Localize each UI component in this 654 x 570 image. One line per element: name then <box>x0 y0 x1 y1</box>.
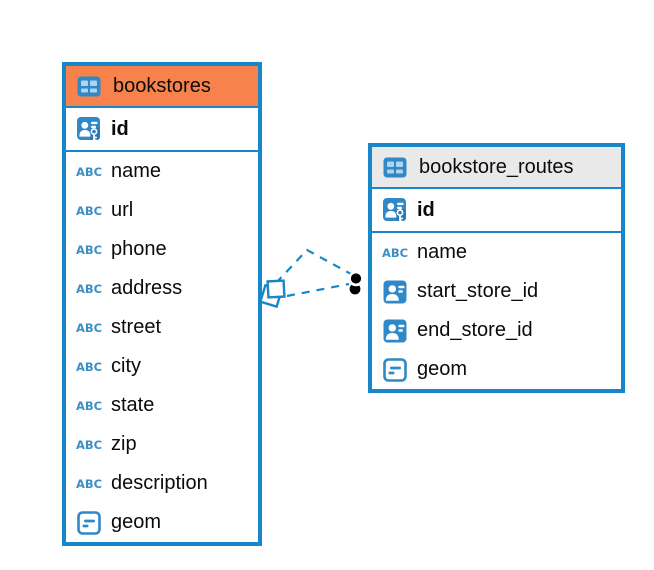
column-name: id <box>111 117 129 140</box>
column-row-city[interactable]: ABC city <box>66 347 258 386</box>
column-row-street[interactable]: ABC street <box>66 308 258 347</box>
column-name: address <box>111 277 183 299</box>
column-name: geom <box>417 358 468 380</box>
column-name: name <box>417 241 468 263</box>
column-row-geom[interactable]: geom <box>372 350 621 389</box>
column-row-start_store_id[interactable]: start_store_id <box>372 272 621 311</box>
column-row-geom[interactable]: geom <box>66 503 258 542</box>
abc-icon: ABC <box>75 164 103 179</box>
abc-icon: ABC <box>75 359 103 374</box>
fk-icon <box>380 279 410 305</box>
column-row-end_store_id[interactable]: end_store_id <box>372 311 621 350</box>
column-name: phone <box>111 238 167 260</box>
geometry-icon <box>74 510 104 536</box>
column-row-description[interactable]: ABC description <box>66 464 258 503</box>
column-row-state[interactable]: ABC state <box>66 386 258 425</box>
column-row-phone[interactable]: ABC phone <box>66 230 258 269</box>
column-name: geom <box>111 511 162 533</box>
table-header-bookstores[interactable]: bookstores <box>66 66 258 108</box>
abc-icon: ABC <box>381 245 409 260</box>
column-name: end_store_id <box>417 319 533 341</box>
column-row-id[interactable]: id <box>66 108 258 150</box>
column-row-address[interactable]: ABC address <box>66 269 258 308</box>
entity-table-bookstore-routes[interactable]: bookstore_routes id ABC name start_store_… <box>368 143 625 393</box>
key-columns-section: id <box>66 108 258 152</box>
column-name: zip <box>111 433 137 455</box>
column-row-url[interactable]: ABC url <box>66 191 258 230</box>
column-name: description <box>111 472 208 494</box>
table-title: bookstores <box>113 74 211 97</box>
column-name: state <box>111 394 155 416</box>
relation-target-marker <box>348 270 364 295</box>
geometry-icon <box>380 357 410 383</box>
abc-icon: ABC <box>75 242 103 257</box>
relation-line-lower[interactable] <box>286 282 350 298</box>
abc-icon: ABC <box>75 476 103 491</box>
column-name: name <box>111 160 162 182</box>
table-icon <box>74 73 104 99</box>
table-icon <box>380 154 410 180</box>
abc-icon: ABC <box>75 437 103 452</box>
table-header-bookstore-routes[interactable]: bookstore_routes <box>372 147 621 189</box>
column-name: start_store_id <box>417 280 539 302</box>
column-name: url <box>111 199 134 221</box>
key-columns-section: id <box>372 189 621 233</box>
column-name: id <box>417 198 435 221</box>
abc-icon: ABC <box>75 203 103 218</box>
abc-icon: ABC <box>75 398 103 413</box>
column-row-zip[interactable]: ABC zip <box>66 425 258 464</box>
fk-icon <box>380 318 410 344</box>
column-name: street <box>111 316 162 338</box>
pk-icon <box>380 197 410 223</box>
column-row-id[interactable]: id <box>372 189 621 231</box>
column-name: city <box>111 355 141 377</box>
column-row-name[interactable]: ABC name <box>66 152 258 191</box>
pk-icon <box>74 116 104 142</box>
abc-icon: ABC <box>75 281 103 296</box>
table-title: bookstore_routes <box>419 155 574 178</box>
column-row-name[interactable]: ABC name <box>372 233 621 272</box>
relation-source-marker <box>258 279 286 309</box>
columns-section: ABC name start_store_id end_store_id geom <box>372 233 621 389</box>
relation-line-upper[interactable] <box>275 248 352 284</box>
abc-icon: ABC <box>75 320 103 335</box>
relation-connection[interactable] <box>258 248 364 309</box>
